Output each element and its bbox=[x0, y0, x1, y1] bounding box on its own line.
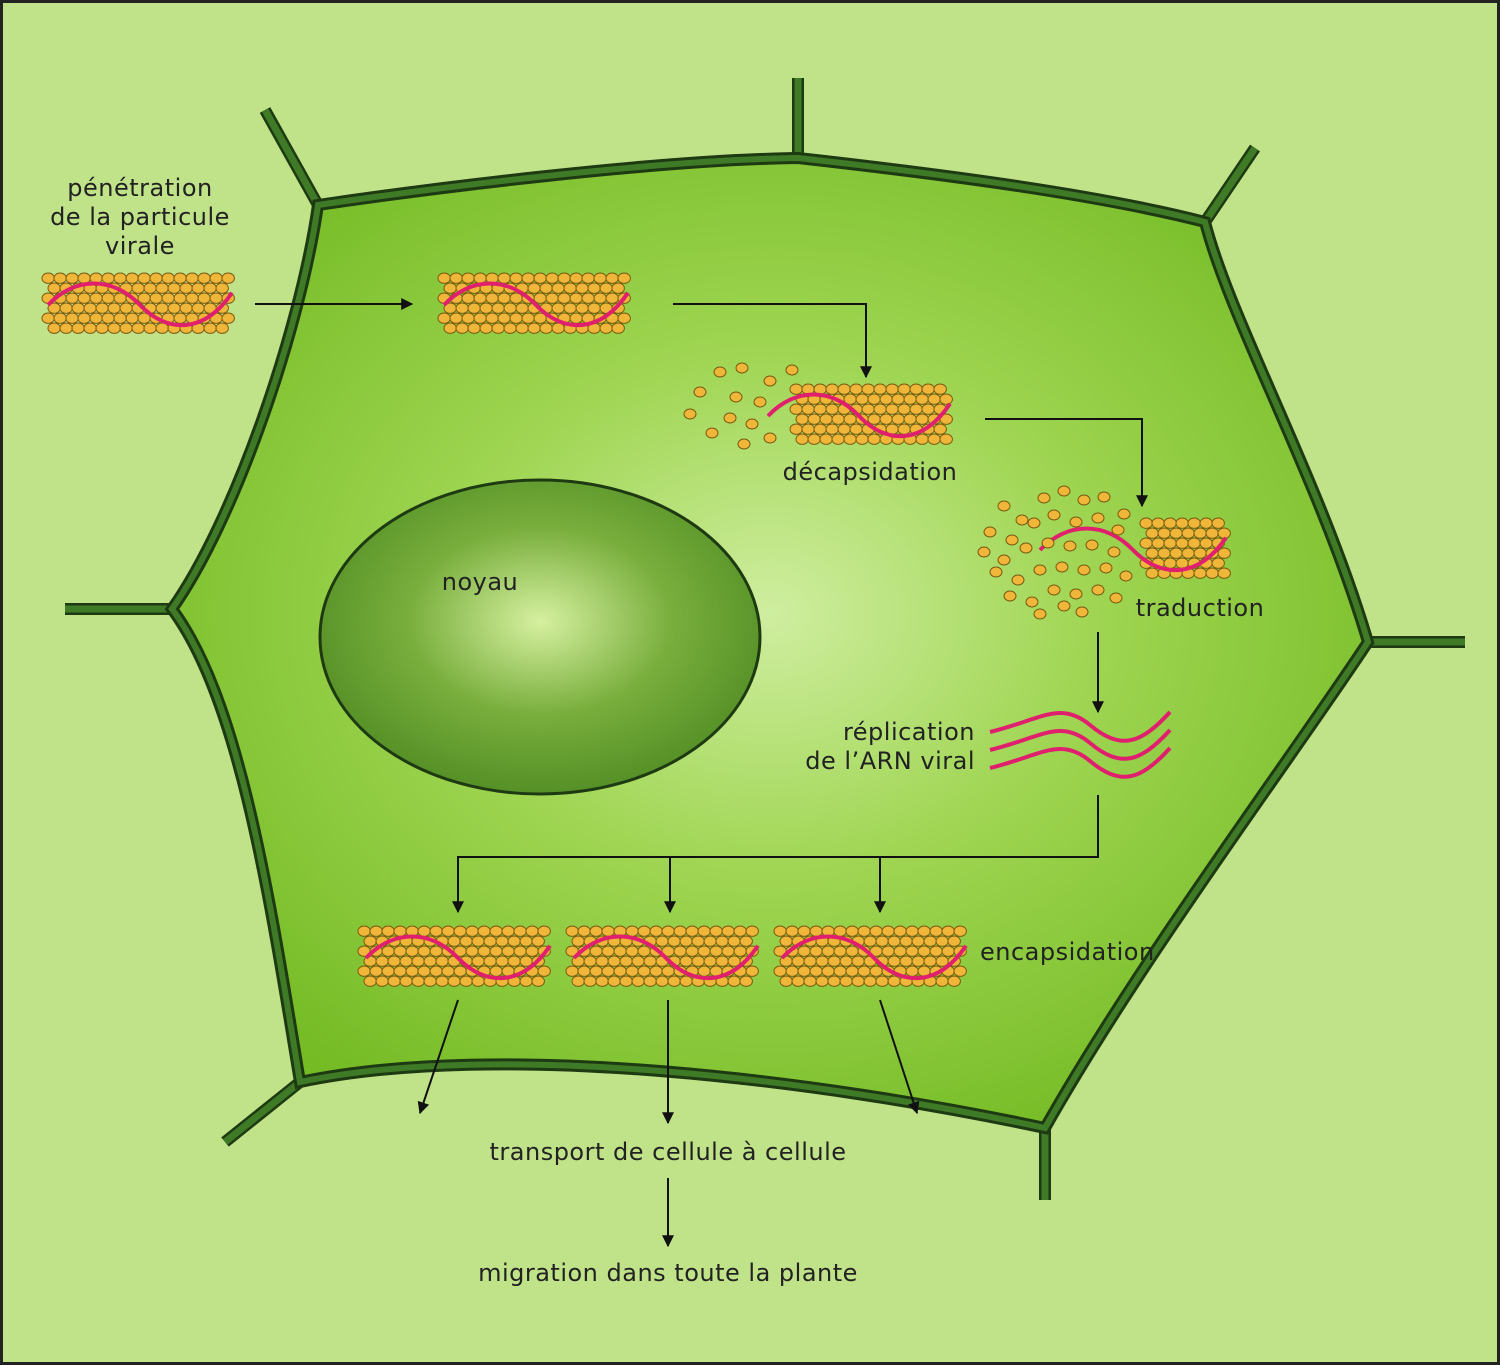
label-replication-line-2: de l’ARN viral bbox=[805, 747, 975, 775]
process-arrows bbox=[255, 298, 1148, 1248]
label-penetration-line-3: virale bbox=[105, 232, 175, 260]
label-traduction: traduction bbox=[1136, 594, 1265, 622]
cell-wall-extensions bbox=[65, 78, 1465, 1200]
virus-particle-translating bbox=[1038, 517, 1231, 579]
virus-particle-encapsidated-2 bbox=[565, 925, 760, 987]
label-encapsidation: encapsidation bbox=[980, 938, 1155, 966]
arrow-to-encapsidation-1 bbox=[452, 795, 1099, 914]
virus-particle-outside bbox=[41, 272, 235, 334]
virus-particle-encapsidated-1 bbox=[357, 925, 552, 987]
label-migration: migration dans toute la plante bbox=[478, 1259, 858, 1287]
arrow-exit-right bbox=[879, 999, 920, 1115]
label-replication-line-1: réplication bbox=[843, 718, 975, 746]
replicated-rna-strands bbox=[989, 710, 1172, 779]
arrow-exit-left bbox=[417, 999, 459, 1115]
capsid-protein-subunits bbox=[683, 362, 1133, 620]
arrow-to-decapsidation bbox=[673, 303, 872, 379]
cell-wall bbox=[168, 154, 1372, 1132]
virus-particle-encapsidated-3 bbox=[773, 925, 968, 987]
label-penetration-line-2: de la particule bbox=[50, 203, 230, 231]
virus-particle-entered bbox=[437, 272, 631, 334]
arrow-to-traduction bbox=[985, 418, 1148, 508]
label-transport: transport de cellule à cellule bbox=[490, 1138, 847, 1166]
nucleus bbox=[318, 478, 762, 796]
label-penetration-line-1: pénétration bbox=[67, 174, 212, 202]
label-nucleus: noyau bbox=[442, 568, 519, 596]
virus-particle-decapsidating bbox=[766, 383, 953, 445]
virus-particles bbox=[41, 272, 1231, 987]
labels: pénétration de la particule virale décap… bbox=[50, 174, 1264, 1287]
label-decapsidation: décapsidation bbox=[783, 458, 958, 486]
